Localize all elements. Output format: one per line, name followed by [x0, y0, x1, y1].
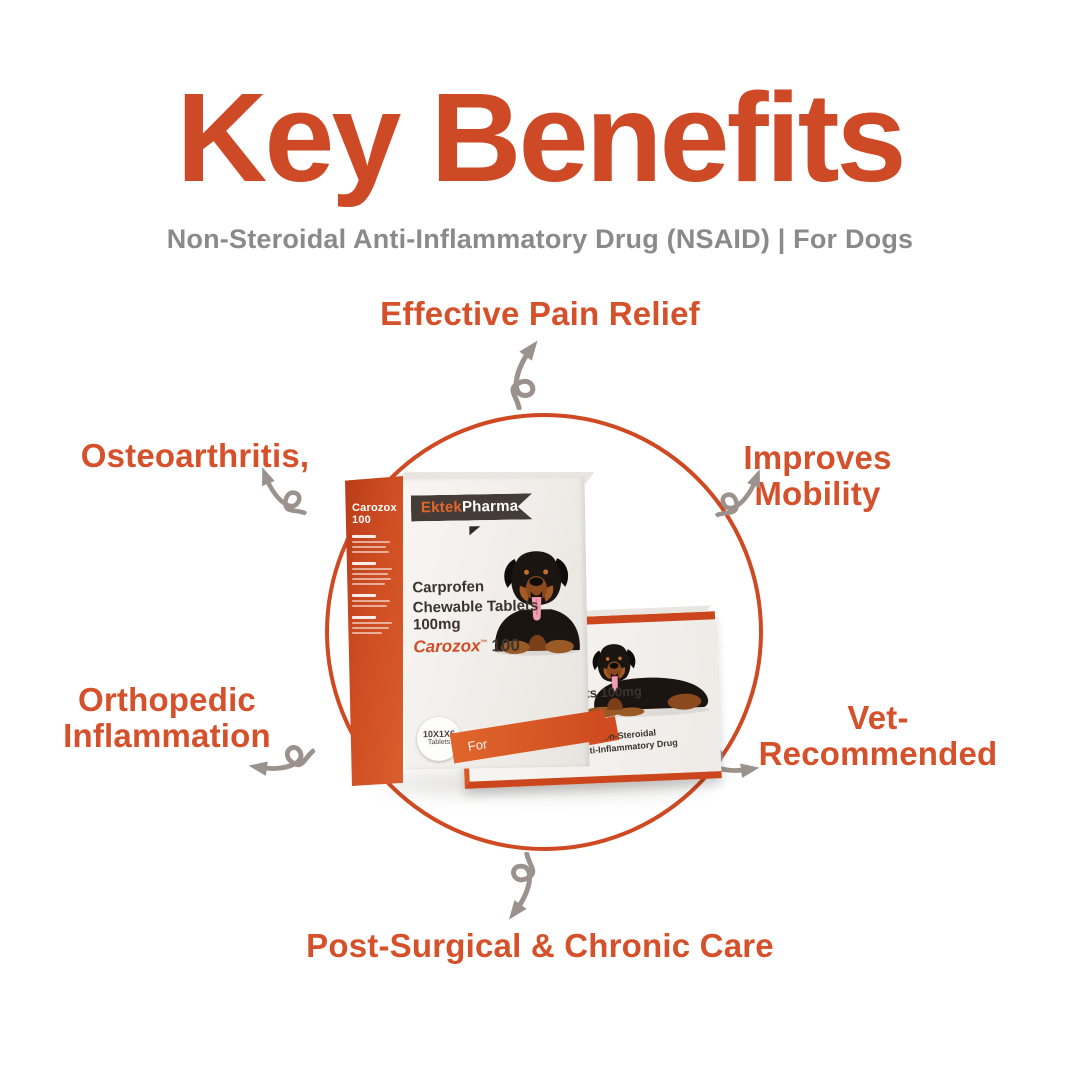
- trademark-symbol: ™: [480, 639, 488, 647]
- brand-prefix: Ektek: [420, 498, 463, 517]
- spine-fine-print: [352, 583, 385, 585]
- spine-fine-print: [352, 562, 376, 565]
- rottweiler-dog-illustration: [488, 542, 586, 662]
- spine-fine-print: [352, 535, 376, 538]
- curly-arrow-icon: [236, 717, 331, 814]
- spine-fine-print: [352, 546, 386, 548]
- spine-fine-print: [352, 568, 392, 570]
- spine-fine-print: [352, 573, 388, 575]
- benefit-label-improves-mobility: Improves Mobility: [743, 439, 892, 513]
- for-dogs-band: For: [449, 709, 609, 764]
- ribbon-fold: [469, 526, 481, 536]
- brand-ribbon: EktekPharma: [411, 493, 533, 521]
- curly-arrow-icon: [697, 451, 789, 543]
- benefit-label-orthopedic-inflammation: Orthopedic Inflammation: [63, 681, 271, 755]
- strength-value: 100: [491, 635, 521, 656]
- circle-outline: [325, 413, 763, 851]
- spine-fine-print: [352, 594, 376, 597]
- curly-arrow-icon: [494, 851, 556, 926]
- spine-fine-print: [352, 627, 389, 629]
- product-name-line1: Carprofen: [412, 578, 485, 597]
- spine-fine-print: [352, 541, 390, 543]
- spine-fine-print: [352, 622, 392, 624]
- product-name-block: Carprofen Chewable Tablets 100mg Carozox…: [412, 576, 587, 657]
- curly-arrow-icon: [490, 335, 552, 412]
- spine-fine-print: [352, 616, 376, 619]
- brand-suffix: Pharma: [461, 497, 519, 516]
- curly-arrow-icon: [233, 449, 325, 541]
- box-front-face: EktekPharma: [400, 476, 609, 770]
- band-for-text: For: [466, 735, 489, 754]
- product-name-line2: Chewable Tablets 100mg: [412, 597, 539, 634]
- spine-fine-print: [352, 578, 391, 580]
- box-side-panel: Carozox 100: [345, 476, 403, 786]
- benefit-label-osteoarthritis: Osteoarthritis,: [80, 437, 310, 474]
- spine-fine-print: [352, 551, 389, 553]
- brand-name: Carozox: [413, 636, 481, 657]
- benefit-label-vet-recommended: Vet-Recommended: [758, 699, 998, 773]
- page-title: Key Benefits: [176, 67, 906, 208]
- carton-box-small: EktekPharma: [456, 605, 722, 789]
- spine-product-name: Carozox 100: [352, 502, 397, 526]
- page-subtitle: Non-Steroidal Anti-Inflammatory Drug (NS…: [166, 224, 914, 254]
- rottweiler-dog-illustration: [562, 633, 715, 725]
- benefit-label-post-surgical-chronic-care: Post-Surgical & Chronic Care: [306, 927, 774, 964]
- spine-fine-print: [352, 605, 387, 607]
- benefit-label-effective-pain-relief: Effective Pain Relief: [380, 295, 700, 332]
- spine-fine-print: [352, 600, 390, 602]
- spine-fine-print: [352, 632, 382, 634]
- carton-box-large: Carozox 100 EktekPharma: [345, 472, 609, 788]
